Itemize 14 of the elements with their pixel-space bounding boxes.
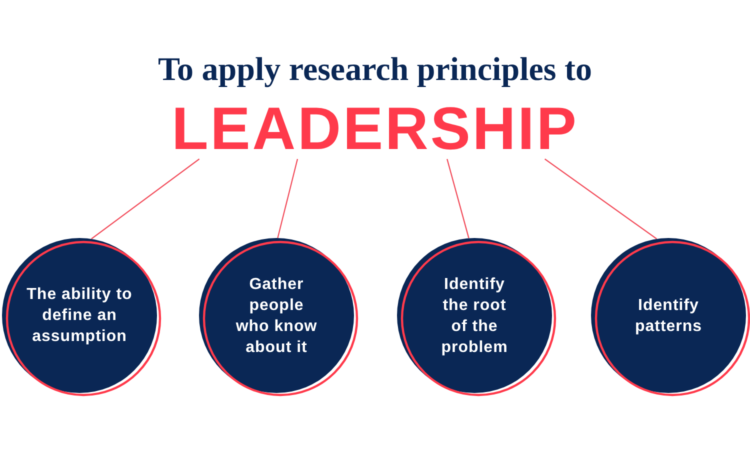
connector-line <box>544 158 658 240</box>
step-label: The ability to define an assumption <box>26 285 134 347</box>
step-circle <box>199 238 359 398</box>
connector-line <box>91 158 200 240</box>
step-label: Identify the root of the problem <box>440 274 509 358</box>
step-circle <box>2 238 162 398</box>
heading-text: LEADERSHIP <box>172 99 578 159</box>
step-circle <box>397 238 557 398</box>
title-text: To apply research principles to <box>158 51 592 90</box>
step-label: Gather people who know about it <box>234 274 318 358</box>
connector-line <box>277 158 298 238</box>
connector-line <box>446 158 470 238</box>
step-circle <box>591 238 750 398</box>
step-label: Identify patterns <box>634 296 704 336</box>
